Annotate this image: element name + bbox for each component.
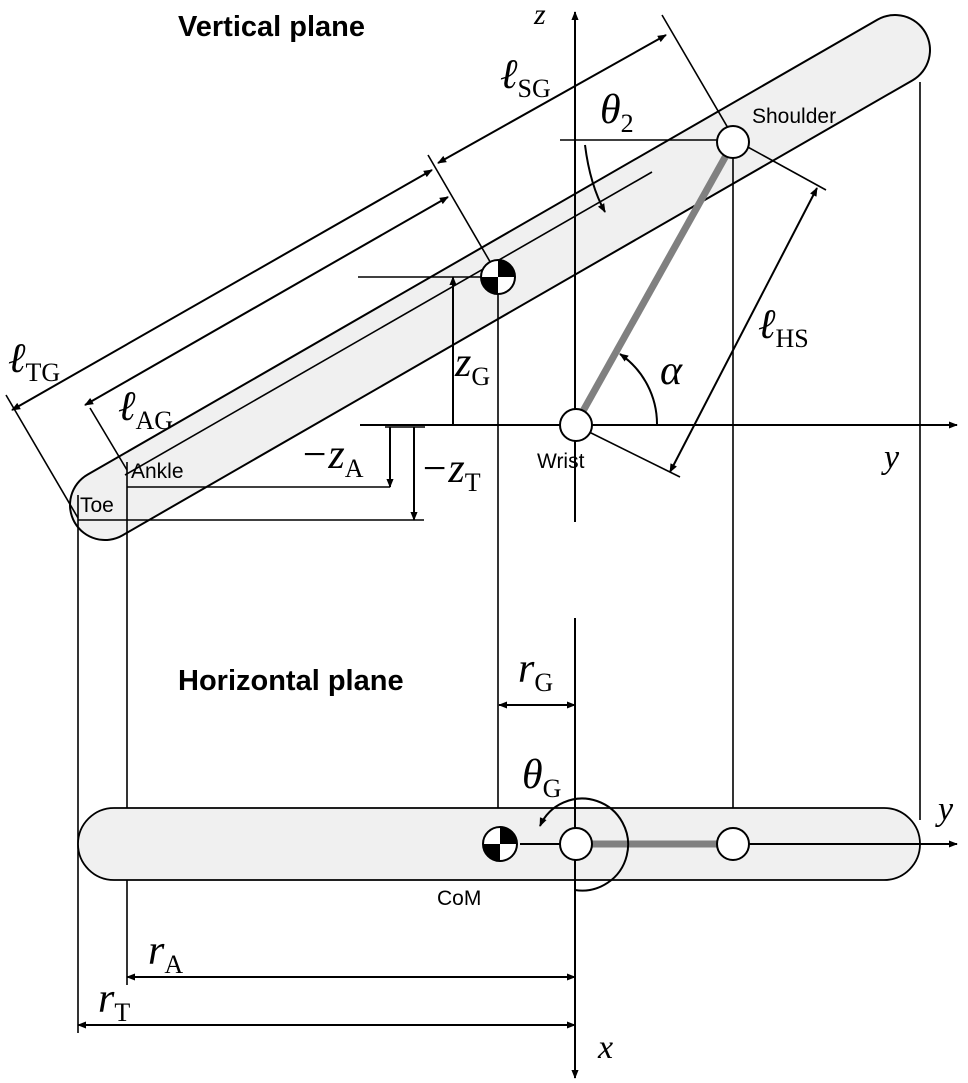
com-symbol-vertical xyxy=(480,259,516,295)
com-symbol-horizontal xyxy=(482,826,518,862)
theta-2-label: θ2 xyxy=(600,87,634,138)
alpha-label: α xyxy=(660,348,683,394)
com-extension-line xyxy=(427,154,497,273)
neg-z-a-label: −zA xyxy=(300,432,364,483)
wrist-label: Wrist xyxy=(537,450,585,473)
r-t-label: rT xyxy=(98,976,130,1027)
y-axis-vertical-label: y xyxy=(881,439,900,476)
r-g-label: rG xyxy=(518,646,553,697)
vertical-plane-heading: Vertical plane xyxy=(178,11,365,43)
horizontal-plane-heading: Horizontal plane xyxy=(178,665,404,697)
l-sg-label: ℓSG xyxy=(500,52,551,103)
toe-label: Toe xyxy=(80,494,114,517)
l-sg-dimension xyxy=(437,34,667,164)
z-axis-label: z xyxy=(533,0,546,31)
r-a-label: rA xyxy=(148,928,183,979)
y-axis-horizontal-label: y xyxy=(935,791,954,828)
ankle-label: Ankle xyxy=(131,460,184,483)
alpha-arc xyxy=(619,353,659,426)
wrist-joint-horizontal xyxy=(559,827,593,861)
shoulder-joint-horizontal xyxy=(716,827,750,861)
z-g-label: zG xyxy=(454,340,490,391)
l-hs-dimension xyxy=(669,187,818,473)
theta-2-arc xyxy=(584,144,606,213)
ankle-extension-line xyxy=(89,407,128,471)
neg-z-t-label: −zT xyxy=(420,446,481,497)
shoulder-perp-line xyxy=(734,139,827,191)
wrist-perp-line xyxy=(574,424,681,478)
l-tg-label: ℓTG xyxy=(8,336,60,387)
toe-extension-line xyxy=(5,394,79,519)
l-ag-label: ℓAG xyxy=(118,384,173,435)
theta-g-label: θG xyxy=(522,752,561,803)
theta-g-arc xyxy=(539,797,630,892)
com-label: CoM xyxy=(437,887,481,910)
shoulder-label: Shoulder xyxy=(752,105,836,128)
shoulder-joint xyxy=(716,125,750,159)
l-ag-dimension xyxy=(84,196,449,406)
shoulder-extension-line xyxy=(661,14,736,141)
l-hs-label: ℓHS xyxy=(758,302,809,353)
wrist-joint xyxy=(559,408,593,442)
x-axis-label: x xyxy=(597,1029,613,1066)
arm-vertical xyxy=(574,150,732,422)
